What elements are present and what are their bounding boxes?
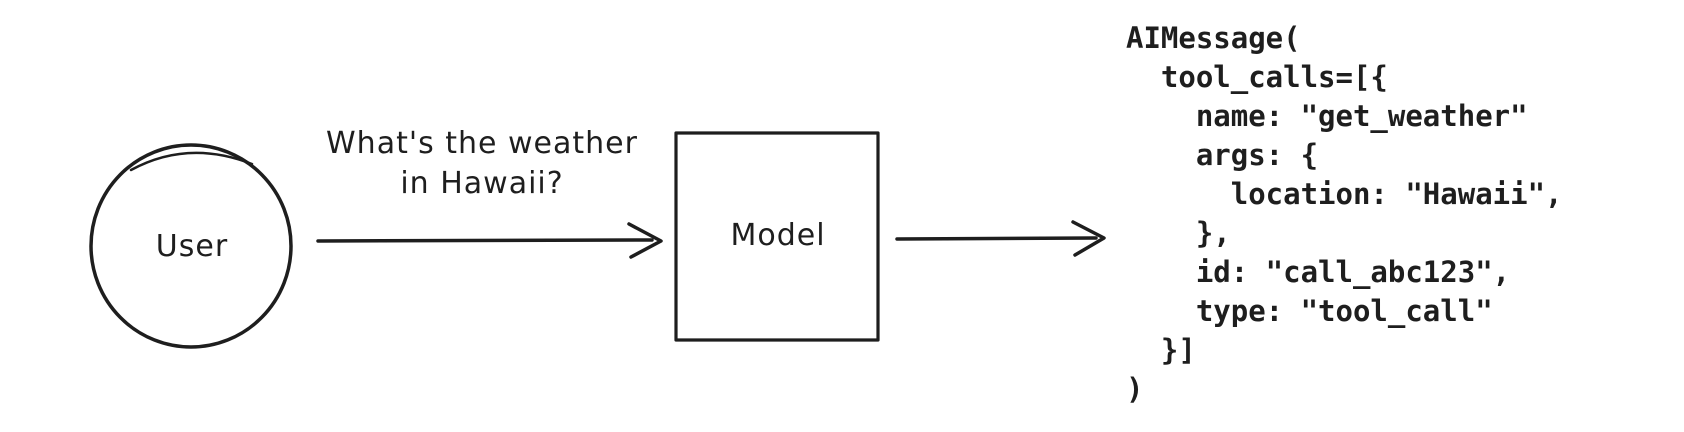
aimessage-code-block: AIMessage( tool_calls=[{ name: "get_weat… bbox=[1126, 21, 1563, 406]
arrow-model-to-output-icon bbox=[895, 220, 1106, 257]
user-node bbox=[89, 143, 293, 349]
user-circle-shape bbox=[89, 143, 293, 349]
model-box-shape bbox=[674, 131, 880, 342]
arrow-model-to-output-line bbox=[895, 236, 1098, 241]
user-circle-sketch-stroke bbox=[129, 151, 254, 172]
user-node-label: User bbox=[155, 229, 229, 264]
arrow-user-to-model-line bbox=[316, 238, 654, 243]
model-node bbox=[674, 131, 880, 342]
model-node-label: Model bbox=[730, 218, 826, 253]
request-message-label: What's the weather in Hawaii? bbox=[326, 126, 638, 201]
arrow-user-to-model-icon bbox=[316, 222, 663, 259]
arrow-user-to-model-head bbox=[627, 222, 663, 259]
arrow-model-to-output-head bbox=[1071, 220, 1106, 257]
